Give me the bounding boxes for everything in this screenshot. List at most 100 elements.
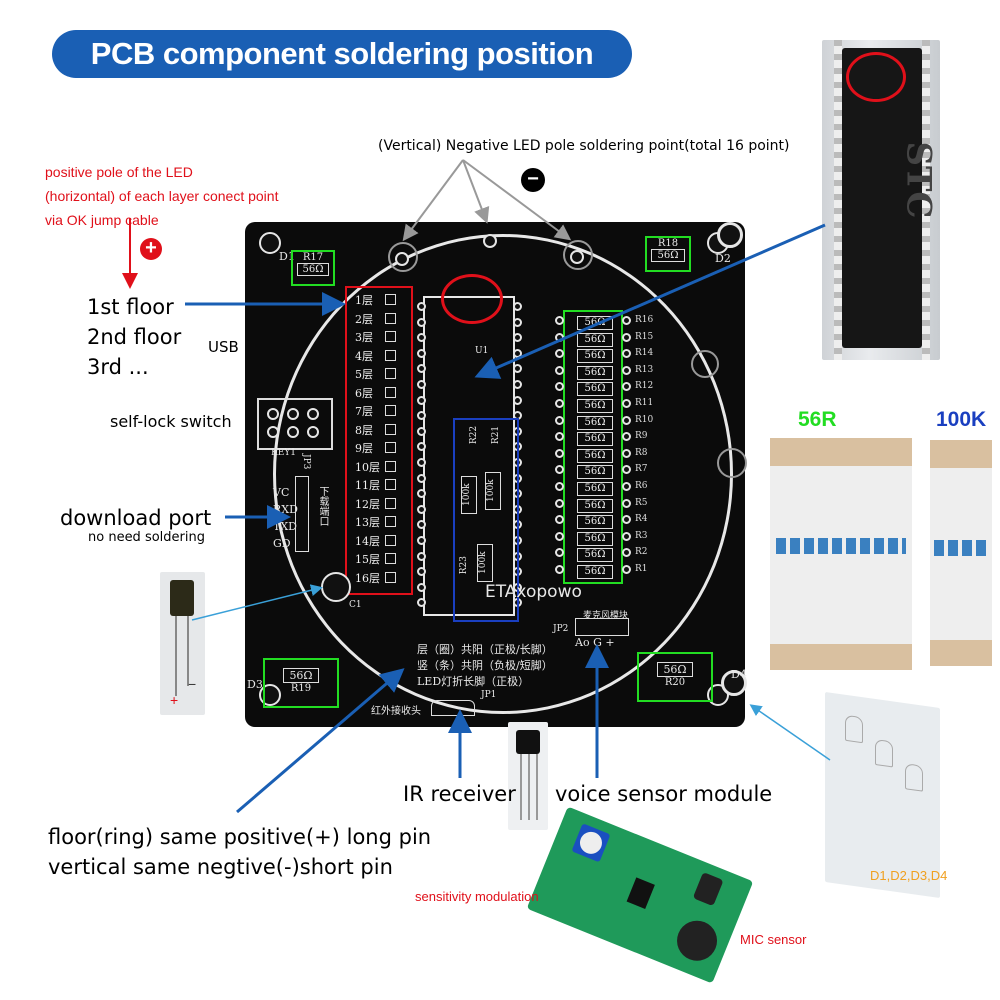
- resistor-56: 56Ω: [577, 448, 613, 463]
- plus-icon: +: [140, 238, 162, 260]
- resistor-56: 56Ω: [577, 548, 613, 563]
- ic-chip-photo: STC: [822, 40, 940, 360]
- u1-notch-circle: [441, 274, 503, 324]
- resistor-56: 56Ω: [577, 382, 613, 397]
- resistor-name: R16: [635, 315, 654, 325]
- resistor-56: 56Ω: [577, 415, 613, 430]
- layer-pad: [385, 349, 396, 361]
- resistor-name: R11: [635, 398, 654, 408]
- resistor-56: 56Ω: [577, 531, 613, 546]
- resistor-name: R15: [635, 331, 654, 342]
- layer-pad: [385, 571, 396, 583]
- layer-label: 9层: [355, 442, 373, 455]
- u1-pin: [417, 302, 426, 311]
- u1-pin: [513, 348, 522, 358]
- layer-label: 15层: [355, 553, 380, 566]
- layer-label: 14层: [355, 534, 380, 548]
- layer-label: 6层: [355, 386, 373, 400]
- r18-box: R18 56Ω: [645, 236, 691, 272]
- layer-pad: [385, 331, 396, 342]
- sensitivity-label: sensitivity modulation: [415, 889, 539, 904]
- resistor-name: R4: [635, 514, 648, 525]
- resistor-100k-photo: [930, 440, 992, 666]
- u1-pin: [417, 567, 426, 577]
- resistor-name: R1: [635, 564, 648, 574]
- layer-pad: [385, 553, 396, 564]
- layer-label: 1层: [355, 294, 373, 307]
- u1-pin: [417, 582, 426, 592]
- r20-box: 56Ω R20: [637, 652, 713, 702]
- layer-pad: [385, 312, 396, 324]
- download-port-label: download port: [60, 506, 212, 530]
- ir-receiver-label: IR receiver: [403, 782, 516, 806]
- layer-pad: [385, 516, 396, 527]
- label-56r: 56R: [798, 408, 837, 431]
- layer-pad: [385, 386, 396, 398]
- notch-highlight-circle: [846, 52, 906, 102]
- brand-mark: ETAxopowo: [485, 582, 582, 602]
- key1-switch: [257, 398, 333, 450]
- u1-pin: [417, 395, 426, 405]
- resistor-name: R10: [635, 414, 654, 425]
- layer-label: 4层: [355, 349, 373, 363]
- resistor-56: 56Ω: [577, 332, 613, 347]
- u1-pin: [417, 364, 426, 374]
- r19-box: 56Ω R19: [263, 658, 339, 708]
- resistor-name: R8: [635, 447, 648, 458]
- resistor-56: 56Ω: [577, 432, 613, 447]
- layer-label: 11层: [355, 479, 380, 492]
- resistor-56: 56Ω: [577, 498, 613, 513]
- layer-label: 5层: [355, 368, 373, 381]
- pcb-notes: 层（圈）共阳（正极/长脚） 竖（条）共阴（负极/短脚） LED灯折长脚（正极）: [417, 643, 553, 688]
- layer-label: 8层: [355, 423, 373, 437]
- mic-sensor-label: MIC sensor: [740, 932, 807, 947]
- u1-pin: [417, 411, 426, 421]
- layer-label: 13层: [355, 516, 380, 529]
- u1-pin: [417, 473, 426, 483]
- u1-pin: [417, 536, 426, 545]
- r17-box: R17 56Ω: [291, 250, 335, 286]
- resistor-name: R9: [635, 431, 648, 442]
- resistor-name: R12: [635, 381, 654, 392]
- voice-sensor-label: voice sensor module: [555, 782, 773, 806]
- u1-pin: [417, 333, 426, 343]
- no-soldering-label: no need soldering: [88, 530, 205, 545]
- u1-pin: [417, 348, 426, 358]
- resistor-name: R2: [635, 547, 648, 558]
- layer-pad: [385, 460, 396, 472]
- u1-pin: [513, 302, 522, 311]
- layer-pad: [385, 405, 396, 416]
- resistor-name: R14: [635, 348, 654, 359]
- u1-pin: [417, 551, 426, 561]
- resistor-56: 56Ω: [577, 316, 613, 330]
- u1-pin: [417, 317, 426, 327]
- u1-pin: [417, 504, 426, 514]
- self-lock-switch-label: self-lock switch: [110, 412, 232, 431]
- resistor-name: R13: [635, 364, 654, 375]
- u1-pin: [417, 442, 426, 452]
- u1-pin: [513, 395, 522, 405]
- minus-icon: −: [521, 168, 545, 192]
- u1-pin: [417, 458, 426, 467]
- title-banner: PCB component soldering position: [52, 30, 632, 78]
- resistor-100k-box: R22 R21 100k 100k R23 100k: [453, 418, 519, 622]
- leds-label: D1,D2,D3,D4: [870, 868, 948, 883]
- layer-pad: [385, 442, 396, 453]
- layer-label: 2层: [355, 312, 373, 326]
- u1-pin: [513, 317, 522, 327]
- layer-label: 12层: [355, 497, 380, 511]
- u1-pin: [417, 426, 426, 436]
- layer-label: 10层: [355, 460, 380, 474]
- u1-pin: [513, 380, 522, 389]
- label-100k: 100K: [936, 408, 987, 431]
- ir-receiver-photo: [508, 722, 548, 830]
- resistor-name: R3: [635, 530, 648, 541]
- resistor-56: 56Ω: [577, 565, 613, 579]
- layer-pad: [385, 294, 396, 305]
- resistor-56r-photo: [770, 438, 912, 670]
- layer-pad: [385, 368, 396, 379]
- layer-label: 3层: [355, 331, 373, 344]
- layer-pad: [385, 423, 396, 435]
